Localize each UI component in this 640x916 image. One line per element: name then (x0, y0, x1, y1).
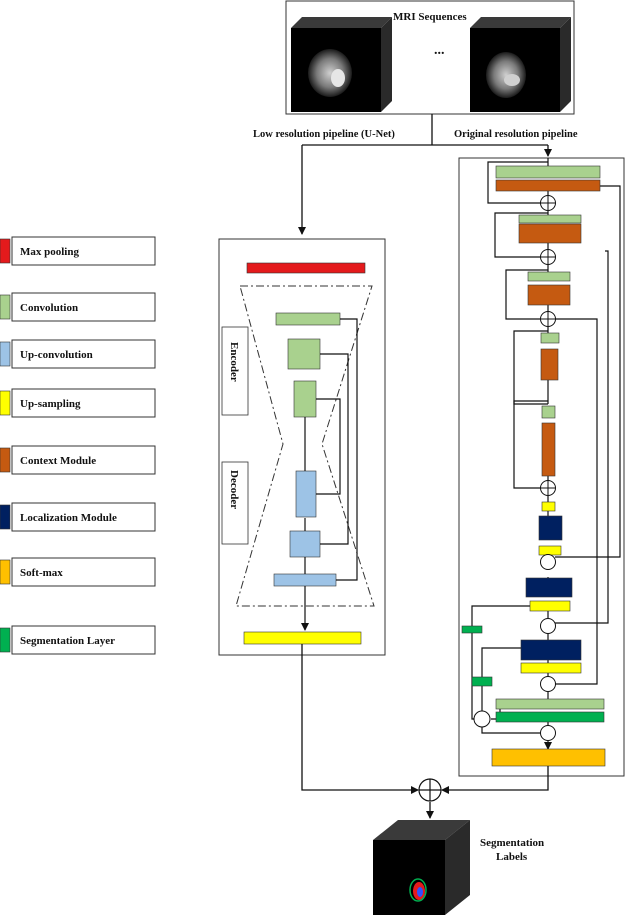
legend-swatch (0, 447, 11, 473)
orig-softmax (491, 748, 606, 767)
orig-upsample-1 (541, 501, 556, 512)
orig-upsample-4 (520, 662, 582, 674)
unet-upconv-1 (295, 470, 317, 518)
segmentation-output-cube (373, 820, 470, 915)
legend-label: Context Module (20, 455, 96, 467)
mri-brain-image-1 (308, 49, 352, 97)
orig-concat-node-4 (540, 725, 556, 741)
legend-label: Localization Module (20, 512, 117, 524)
low-res-pipeline-label: Low resolution pipeline (U-Net) (253, 129, 395, 140)
legend-label: Up-convolution (20, 349, 93, 361)
unet-maxpool-block (246, 262, 366, 274)
unet-upconv-2 (289, 530, 321, 558)
orig-context-4 (540, 348, 559, 381)
orig-sum-node-4 (540, 480, 556, 496)
orig-sum-node-3 (540, 311, 556, 327)
orig-conv-final (495, 698, 605, 710)
original-res-panel (458, 157, 625, 777)
orig-sum-node-1 (540, 195, 556, 211)
orig-context-5 (541, 422, 556, 477)
legend-label: Max pooling (20, 246, 79, 258)
orig-concat-node-1 (540, 554, 556, 570)
legend-item: Soft-max (0, 557, 156, 587)
mri-input-panel: MRI Sequences ... (285, 0, 575, 115)
legend-swatch (0, 238, 11, 264)
legend-swatch (0, 341, 11, 367)
legend-swatch (0, 390, 11, 416)
orig-seg-layer-2 (471, 676, 493, 687)
legend-item: Convolution (0, 292, 156, 322)
legend-swatch (0, 504, 11, 530)
orig-context-3 (527, 284, 571, 306)
orig-seg-merge-node (473, 710, 491, 728)
mri-brain-image-2 (486, 52, 526, 98)
fusion-sum-node (418, 778, 442, 802)
output-label-line2: Labels (496, 851, 528, 863)
orig-conv-3 (527, 271, 571, 282)
orig-concat-node-2 (540, 618, 556, 634)
legend-label: Convolution (20, 302, 78, 314)
unet-hourglass-outline (235, 285, 375, 607)
legend-item: Up-sampling (0, 388, 156, 418)
mri-title: MRI Sequences (393, 11, 467, 23)
input-connectors (298, 114, 552, 235)
legend-item: Max pooling (0, 236, 156, 266)
orig-conv-1 (495, 165, 601, 179)
legend-item: Segmentation Layer (0, 625, 156, 655)
legend-swatch (0, 294, 11, 320)
legend: Max poolingConvolutionUp-convolutionUp-s… (0, 236, 156, 655)
legend-swatch (0, 627, 11, 653)
legend-swatch (0, 559, 11, 585)
mri-cube-1 (291, 17, 392, 112)
orig-concat-node-3 (540, 676, 556, 692)
legend-label: Segmentation Layer (20, 635, 115, 647)
orig-seg-layer-final (495, 711, 605, 723)
orig-upsample-3 (529, 600, 571, 612)
encoder-label: Encoder (228, 342, 240, 382)
orig-conv-2 (518, 214, 582, 224)
orig-context-2 (518, 223, 582, 244)
orig-context-1 (495, 179, 601, 192)
orig-localization-2 (525, 577, 573, 598)
unet-panel: Encoder Decoder (218, 238, 386, 656)
legend-item: Localization Module (0, 502, 156, 532)
orig-localization-1 (538, 515, 563, 541)
unet-conv-3 (293, 380, 317, 418)
legend-item: Context Module (0, 445, 156, 475)
ellipsis: ... (434, 43, 445, 58)
orig-localization-3 (520, 639, 582, 661)
output-label-line1: Segmentation (480, 837, 544, 849)
legend-label: Soft-max (20, 567, 63, 579)
orig-conv-4 (540, 332, 560, 344)
mri-cube-2 (470, 17, 571, 112)
orig-conv-5 (541, 405, 556, 419)
decoder-label: Decoder (228, 470, 240, 509)
orig-seg-layer-1 (461, 625, 483, 634)
original-res-pipeline-label: Original resolution pipeline (454, 129, 578, 140)
unet-upconv-3 (273, 573, 337, 587)
legend-item: Up-convolution (0, 339, 156, 369)
orig-sum-node-2 (540, 249, 556, 265)
unet-upsampling (243, 631, 362, 645)
legend-label: Up-sampling (20, 398, 81, 410)
unet-conv-1 (275, 312, 341, 326)
orig-upsample-2 (538, 545, 562, 556)
unet-conv-2 (287, 338, 321, 370)
